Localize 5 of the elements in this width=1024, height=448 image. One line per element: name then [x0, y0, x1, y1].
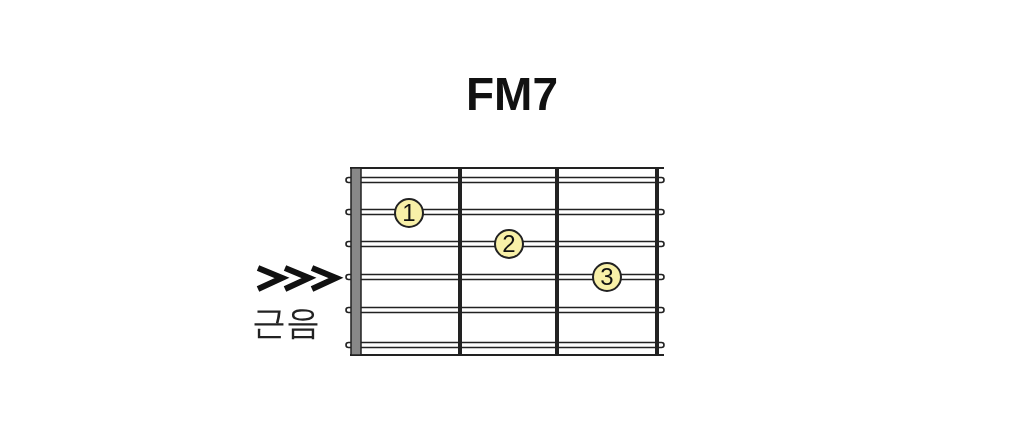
chord-title: FM7 [466, 67, 558, 122]
root-note-label: 근음 [252, 301, 320, 344]
finger-dot: 1 [394, 198, 424, 228]
finger-dot: 3 [592, 262, 622, 292]
finger-dot: 2 [494, 229, 524, 259]
